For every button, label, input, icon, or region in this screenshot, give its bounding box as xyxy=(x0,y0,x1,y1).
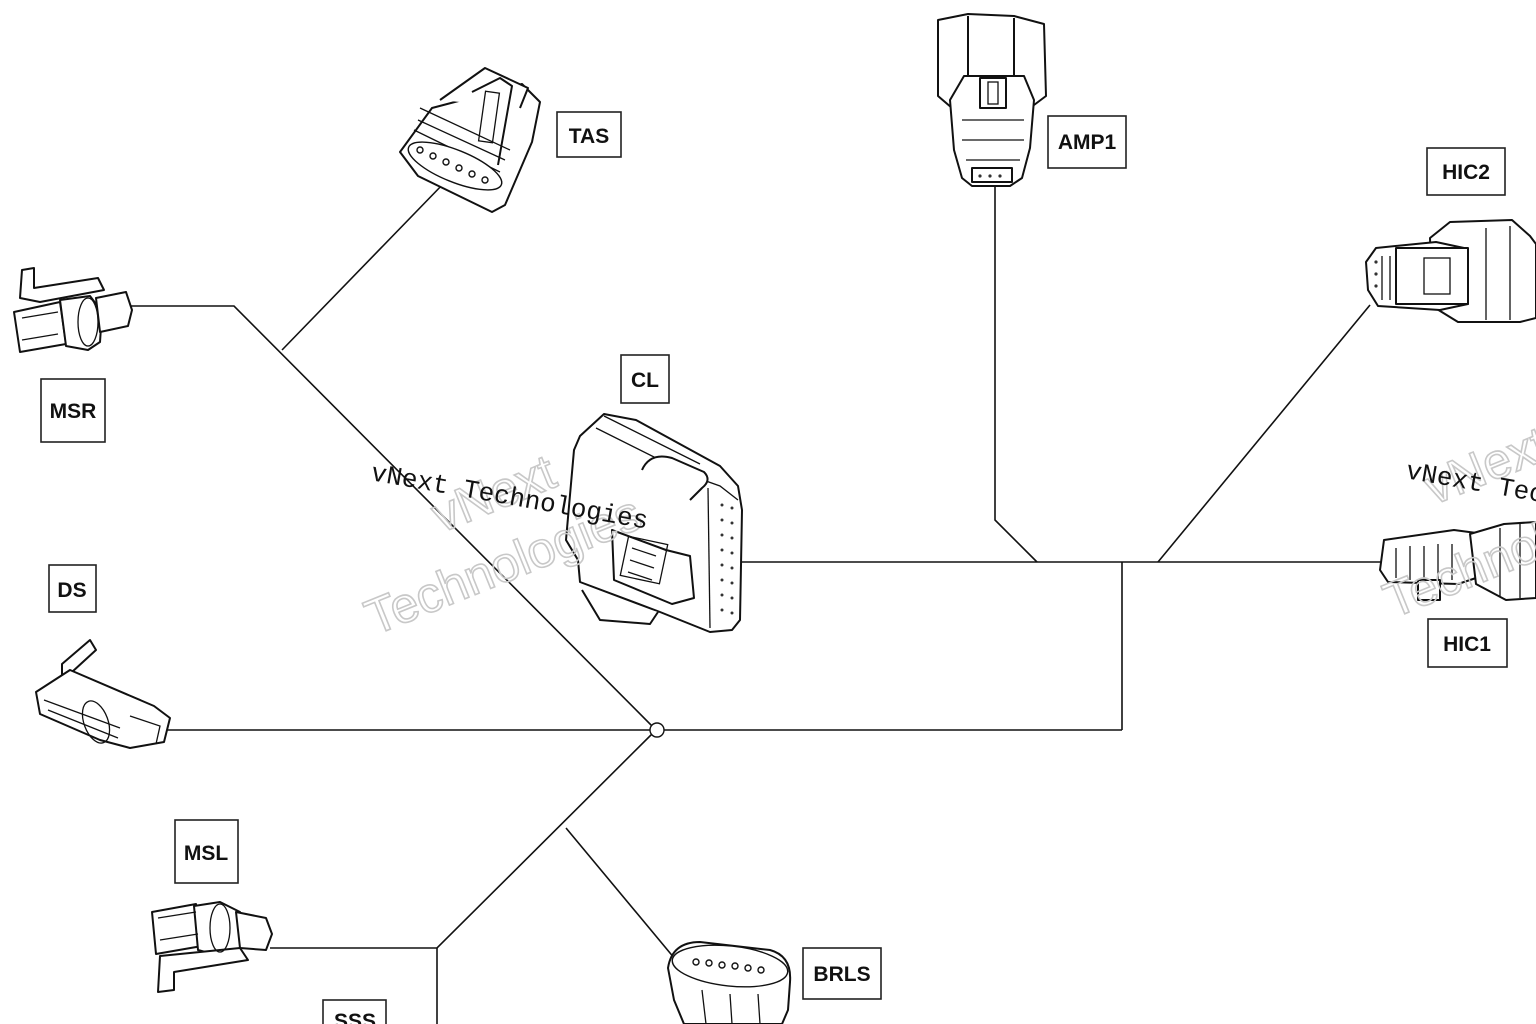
label-cl: CL xyxy=(620,354,670,404)
connector-cl[interactable] xyxy=(565,413,743,633)
connector-amp1[interactable] xyxy=(937,13,1047,187)
wire-harness xyxy=(130,181,1385,1024)
label-brls: BRLS xyxy=(802,947,882,1000)
svg-text:MSL: MSL xyxy=(184,842,229,865)
label-amp1: AMP1 xyxy=(1047,115,1127,169)
label-ds: DS xyxy=(48,564,97,613)
cl-pin-array xyxy=(720,503,734,615)
label-hic2: HIC2 xyxy=(1426,147,1506,196)
label-tas: TAS xyxy=(556,111,622,158)
wire-tas xyxy=(281,181,446,351)
connector-msr[interactable] xyxy=(13,267,133,353)
svg-text:HIC2: HIC2 xyxy=(1442,161,1490,184)
svg-text:BRLS: BRLS xyxy=(813,963,870,986)
connector-msl[interactable] xyxy=(151,901,273,993)
svg-text:SSS: SSS xyxy=(334,1010,376,1024)
connector-hic1[interactable] xyxy=(1379,521,1536,601)
label-sss: SSS xyxy=(322,999,387,1024)
connector-ds[interactable] xyxy=(35,639,171,749)
wire-brls xyxy=(565,827,681,966)
wire-hic2 xyxy=(1157,304,1371,563)
label-hic1: HIC1 xyxy=(1427,618,1508,668)
svg-text:CL: CL xyxy=(631,369,659,392)
svg-text:DS: DS xyxy=(57,579,86,602)
svg-text:MSR: MSR xyxy=(50,400,97,423)
connector-hic2[interactable] xyxy=(1365,219,1536,323)
connector-tas[interactable] xyxy=(399,67,541,213)
connector-brls[interactable] xyxy=(667,940,792,1024)
wire-msl xyxy=(270,729,657,949)
svg-text:HIC1: HIC1 xyxy=(1443,633,1491,656)
svg-text:TAS: TAS xyxy=(569,125,609,148)
label-msr: MSR xyxy=(40,378,106,443)
splice-junction xyxy=(649,722,665,738)
svg-text:AMP1: AMP1 xyxy=(1058,131,1117,154)
wire-msr xyxy=(130,305,657,731)
wire-amp1 xyxy=(994,185,1038,563)
label-msl: MSL xyxy=(174,819,239,884)
